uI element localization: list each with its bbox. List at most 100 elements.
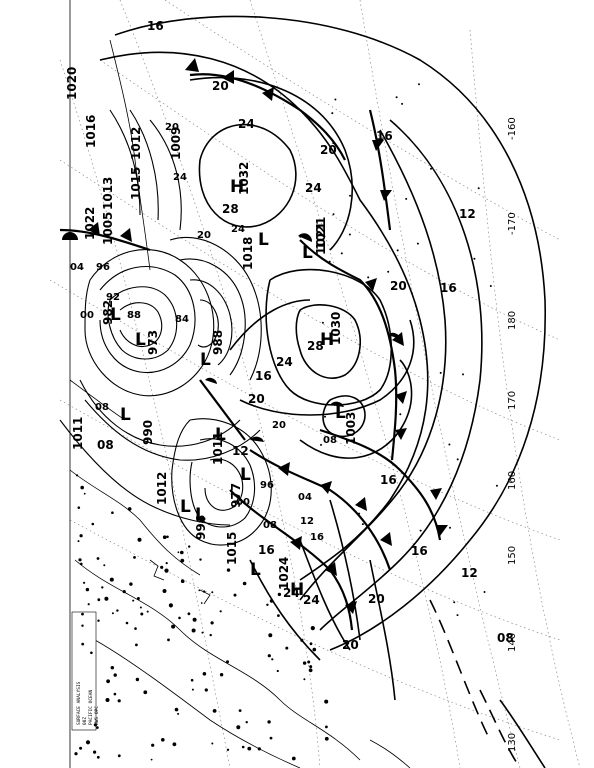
station-dot bbox=[180, 579, 185, 583]
station-dot bbox=[79, 534, 83, 538]
pressure-centers: H 1032 H 1030 L 1018 L 1021 L 1003 H 102… bbox=[101, 162, 358, 600]
ship-observation-dot bbox=[462, 373, 464, 376]
station-dot bbox=[81, 612, 84, 616]
station-dot bbox=[97, 619, 100, 622]
station-dot bbox=[324, 736, 329, 741]
station-dot bbox=[74, 752, 78, 756]
isobar-label: 92 bbox=[106, 292, 120, 303]
low-center: L 988 bbox=[200, 330, 225, 370]
station-dot bbox=[109, 577, 114, 582]
station-dot bbox=[77, 540, 80, 543]
station-dot bbox=[291, 756, 296, 761]
station-dot bbox=[165, 562, 168, 565]
station-dot bbox=[117, 754, 121, 758]
station-dot bbox=[192, 617, 197, 622]
isobar-label: 16 bbox=[380, 473, 397, 487]
legend-line: 00Z bbox=[82, 717, 88, 725]
isobar-label: 24 bbox=[283, 586, 300, 600]
low-symbol: L bbox=[135, 330, 146, 350]
longitude-label: -160 bbox=[507, 117, 518, 140]
ship-observation-dot bbox=[456, 614, 459, 617]
pressure-value: 1011 bbox=[71, 417, 85, 450]
station-dot bbox=[241, 745, 245, 749]
station-dot bbox=[167, 638, 170, 642]
ship-observation-dot bbox=[331, 112, 334, 115]
station-dot bbox=[309, 642, 313, 646]
ship-observation-dot bbox=[387, 270, 390, 273]
station-dot bbox=[90, 651, 93, 655]
station-dot bbox=[166, 535, 169, 539]
ship-observation-dot bbox=[348, 233, 351, 236]
low-center: L 990 bbox=[120, 405, 155, 445]
longitude-label: 150 bbox=[507, 546, 518, 565]
station-dot bbox=[269, 599, 274, 603]
station-dot bbox=[180, 558, 185, 563]
station-dot bbox=[113, 673, 117, 677]
center-pressure: 1030 bbox=[329, 312, 343, 345]
station-dot bbox=[190, 678, 194, 682]
station-dot bbox=[137, 537, 142, 542]
pressure-value: 1022 bbox=[83, 207, 97, 240]
ship-observation-dot bbox=[448, 443, 451, 446]
isobar-label: 12 bbox=[459, 207, 476, 221]
station-dot bbox=[132, 599, 135, 602]
station-dot bbox=[177, 551, 180, 554]
station-dot bbox=[191, 628, 196, 633]
low-center: L 977 bbox=[229, 465, 251, 508]
pressure-value: 1012 bbox=[129, 127, 143, 160]
station-dot bbox=[269, 736, 273, 740]
lat-lon-grid bbox=[49, 0, 581, 768]
center-pressure: 977 bbox=[229, 483, 243, 508]
high-symbol: H bbox=[230, 177, 244, 197]
station-dot bbox=[105, 698, 110, 702]
station-dot bbox=[276, 669, 279, 673]
station-dot bbox=[202, 590, 206, 593]
ship-observation-dot bbox=[419, 529, 422, 532]
station-dot bbox=[161, 738, 165, 742]
ship-observation-dot bbox=[332, 142, 335, 145]
ship-observation-dot bbox=[401, 102, 404, 105]
station-dot bbox=[201, 631, 204, 634]
isobar-label: 16 bbox=[255, 369, 272, 383]
station-dot bbox=[325, 725, 328, 729]
isobar-label: 20 bbox=[390, 279, 407, 293]
low-center: L 973 bbox=[135, 330, 160, 355]
isobar-label: 20 bbox=[248, 392, 265, 406]
ship-observation-dot bbox=[320, 443, 322, 446]
isobar-label: 88 bbox=[127, 310, 141, 321]
station-dot bbox=[151, 743, 155, 747]
longitude-label: 130 bbox=[507, 733, 518, 752]
station-dot bbox=[247, 746, 252, 751]
isobar-label: 20 bbox=[165, 122, 179, 133]
coastlines bbox=[69, 0, 411, 768]
station-dot bbox=[236, 725, 241, 730]
station-dot bbox=[271, 658, 274, 661]
station-dot bbox=[139, 606, 142, 609]
isobar-label: 00 bbox=[80, 310, 94, 321]
station-dot bbox=[303, 678, 306, 681]
isobar-label: 20 bbox=[212, 79, 229, 93]
station-dot bbox=[324, 699, 329, 704]
station-dot bbox=[177, 712, 180, 715]
station-dot bbox=[302, 661, 307, 665]
station-dot bbox=[285, 646, 289, 650]
center-pressure: 990 bbox=[141, 420, 155, 445]
station-dot bbox=[257, 747, 261, 751]
center-pressure: 988 bbox=[211, 330, 225, 355]
isobar-label: 24 bbox=[238, 117, 255, 131]
station-dot bbox=[210, 621, 214, 625]
pressure-value: 1013 bbox=[101, 177, 115, 210]
station-dot bbox=[267, 720, 271, 724]
low-symbol: L bbox=[335, 403, 346, 423]
station-dot bbox=[268, 633, 273, 638]
station-dot bbox=[80, 485, 84, 490]
low-symbol: L bbox=[120, 405, 131, 425]
center-pressure: 1021 bbox=[314, 217, 328, 250]
station-dot bbox=[178, 616, 181, 620]
ship-observation-dot bbox=[453, 601, 456, 604]
station-dot bbox=[191, 688, 194, 691]
isobars bbox=[59, 15, 547, 768]
isobar-label: 84 bbox=[175, 314, 189, 325]
isobar-label: 04 bbox=[70, 262, 84, 273]
